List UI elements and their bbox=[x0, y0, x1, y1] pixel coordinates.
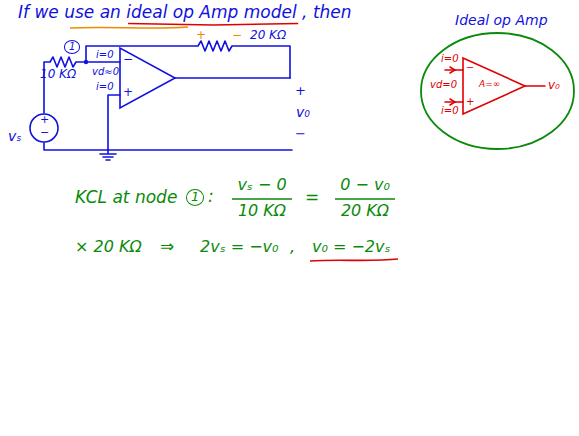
result-underline bbox=[310, 259, 398, 261]
equation-text: = bbox=[305, 188, 319, 208]
node-number: 1 bbox=[64, 40, 80, 54]
equation-text: : bbox=[208, 187, 214, 207]
equation-text: KCL at node bbox=[75, 188, 177, 208]
inset-wires bbox=[445, 70, 545, 102]
node-text: − bbox=[123, 53, 133, 67]
voltage-source: +− bbox=[29, 113, 59, 143]
source-voltage: vₛ bbox=[8, 128, 22, 144]
fraction-denominator: 10 KΩ bbox=[238, 202, 286, 220]
equation-text: 2vₛ = −v₀ bbox=[200, 238, 278, 256]
current-note: i=0 bbox=[96, 81, 114, 93]
equation-text: , bbox=[290, 238, 295, 256]
polarity-sign: − bbox=[295, 127, 306, 142]
polarity-sign: + bbox=[196, 29, 206, 43]
resistor-value: 10 KΩ bbox=[40, 68, 76, 82]
output-voltage: v₀ bbox=[548, 79, 560, 93]
fraction-bar bbox=[232, 198, 292, 200]
voltage-note: vd≈0 bbox=[92, 66, 119, 78]
op-amp: −+ bbox=[120, 48, 175, 108]
feedback-wire bbox=[86, 41, 290, 78]
fraction-numerator: vₛ − 0 bbox=[237, 176, 286, 194]
polarity-sign: + bbox=[295, 84, 306, 99]
equation-text: ⇒ bbox=[160, 237, 174, 257]
return-wire bbox=[44, 143, 292, 150]
fraction-denominator: 20 KΩ bbox=[341, 202, 389, 220]
node-text: − bbox=[466, 62, 474, 74]
output-wire bbox=[175, 77, 290, 79]
equation-result: v₀ = −2vₛ bbox=[312, 238, 390, 256]
inset-op-amp: − + A=∞ bbox=[463, 58, 525, 114]
current-note: i=0 bbox=[96, 49, 114, 61]
node-text: − bbox=[40, 127, 49, 140]
node-text: + bbox=[466, 96, 474, 108]
fraction-numerator: 0 − v₀ bbox=[340, 176, 390, 194]
node-number: 1 bbox=[186, 189, 204, 206]
ground-wire bbox=[108, 95, 120, 150]
ground-symbol bbox=[100, 150, 116, 160]
node-text: A=∞ bbox=[479, 79, 500, 89]
node-text: + bbox=[40, 114, 49, 127]
node-dot bbox=[84, 60, 88, 64]
equation-text: × 20 KΩ bbox=[75, 238, 142, 256]
output-voltage: v₀ bbox=[296, 104, 310, 120]
fraction-bar bbox=[335, 198, 395, 200]
title-underline bbox=[128, 24, 298, 26]
inset-heading: Ideal op Amp bbox=[455, 12, 548, 28]
page-title: If we use an ideal op Amp model , then bbox=[18, 3, 352, 23]
current-note: i=0 bbox=[441, 105, 459, 117]
current-note: i=0 bbox=[441, 53, 459, 65]
resistor-value: 20 KΩ bbox=[250, 29, 286, 43]
voltage-note: vd=0 bbox=[430, 79, 457, 91]
polarity-sign: − bbox=[232, 29, 242, 43]
node-text: + bbox=[123, 86, 133, 100]
highlight-stroke bbox=[70, 27, 188, 28]
